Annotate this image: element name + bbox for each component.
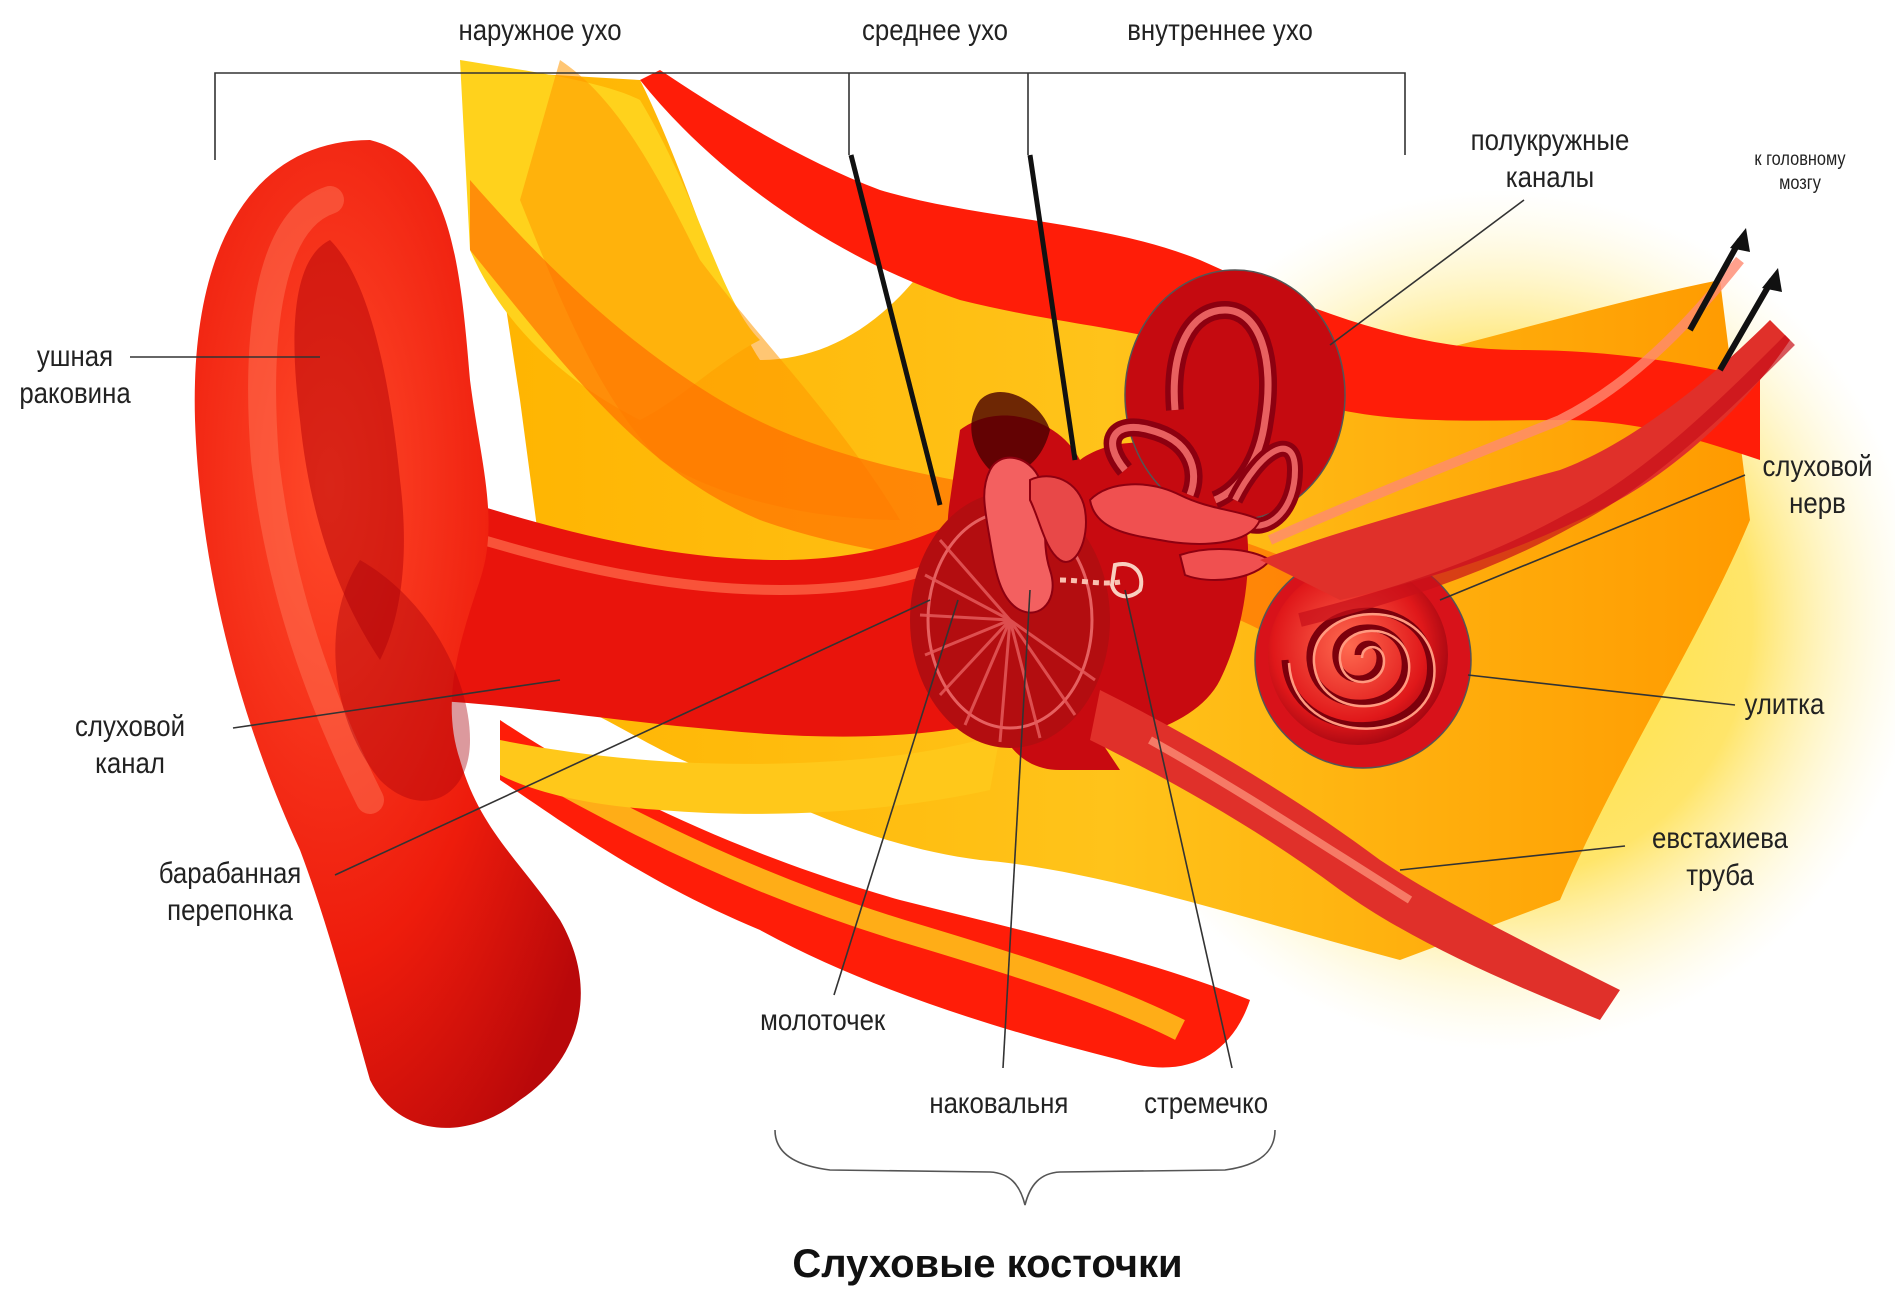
eustachian-tube-label-line1: евстахиева: [1634, 820, 1806, 857]
eardrum-label: барабанная перепонка: [144, 855, 316, 929]
ear-canal-label: слуховой канал: [70, 708, 190, 782]
to-brain-label: к головному мозгу: [1736, 148, 1865, 196]
incus-label: наковальня: [929, 1085, 1068, 1122]
to-brain-label-line1: к головному: [1736, 148, 1865, 172]
ossicles-title: Слуховые косточки: [0, 1242, 1895, 1287]
auditory-nerve-label-line1: слуховой: [1755, 448, 1880, 485]
outer-ear-label: наружное ухо: [437, 12, 643, 49]
semicircular-canals-label: полукружные каналы: [1455, 122, 1644, 196]
eustachian-tube-label: евстахиева труба: [1634, 820, 1806, 894]
auricle-label-line1: ушная: [11, 338, 140, 375]
semicircular-canals-label-line1: полукружные: [1455, 122, 1644, 159]
middle-ear-label: среднее ухо: [845, 12, 1026, 49]
inner-ear-label: внутреннее ухо: [1108, 12, 1332, 49]
auditory-nerve-label-line2: нерв: [1755, 485, 1880, 522]
auricle-label-line2: раковина: [11, 375, 140, 412]
auditory-nerve-label: слуховой нерв: [1755, 448, 1880, 522]
cochlea-label: улитка: [1744, 686, 1824, 723]
auricle-label: ушная раковина: [11, 338, 140, 412]
ear-canal-label-line1: слуховой: [70, 708, 190, 745]
malleus-label: молоточек: [760, 1002, 885, 1039]
eardrum-label-line2: перепонка: [144, 892, 316, 929]
semicircular-canals-label-line2: каналы: [1455, 159, 1644, 196]
ear-canal-label-line2: канал: [70, 745, 190, 782]
stapes-label: стремечко: [1144, 1085, 1268, 1122]
eardrum-label-line1: барабанная: [144, 855, 316, 892]
bracket-outer-ear: [215, 73, 1405, 160]
eustachian-tube-label-line2: труба: [1634, 857, 1806, 894]
ossicles-brace: [775, 1130, 1275, 1205]
to-brain-label-line2: мозгу: [1736, 172, 1865, 196]
